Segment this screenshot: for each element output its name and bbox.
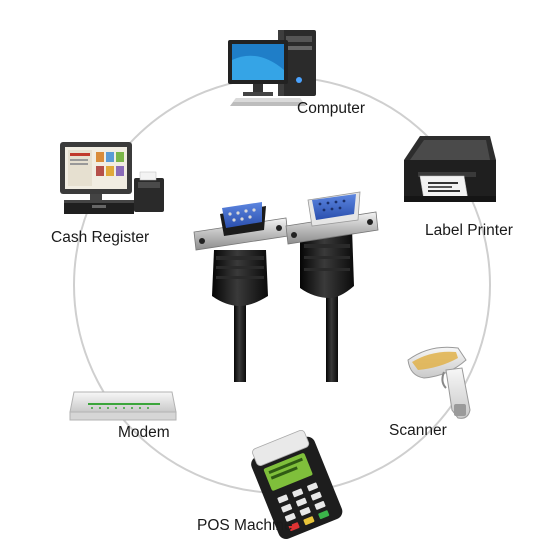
db9-male-connector (193, 202, 289, 382)
cash-register-icon (60, 142, 164, 214)
barcode-scanner-icon (407, 346, 471, 419)
pos-terminal-icon (251, 429, 343, 539)
modem-icon (69, 391, 177, 421)
label-cash-register: Cash Register (51, 229, 150, 246)
serial-cable-db9-icon (193, 191, 379, 382)
label-modem: Modem (118, 424, 170, 441)
label-printer-icon (404, 136, 496, 202)
db9-female-connector (285, 191, 379, 382)
label-label-printer: Label Printer (425, 222, 513, 239)
label-scanner: Scanner (389, 422, 447, 439)
label-computer: Computer (297, 100, 366, 117)
label-pos-machine: POS Machine (197, 517, 293, 534)
desktop-computer-icon (228, 30, 316, 106)
